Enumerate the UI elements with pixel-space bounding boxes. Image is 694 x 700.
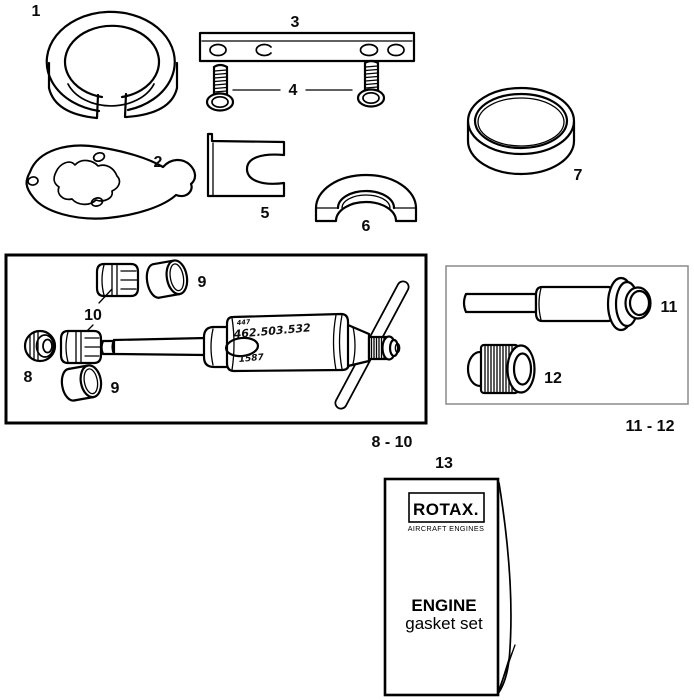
tool-tip bbox=[100, 339, 116, 356]
part-13-gasket-set-book: ROTAX. AIRCRAFT ENGINES ENGINE gasket se… bbox=[383, 477, 516, 697]
callout-1: 1 bbox=[32, 3, 41, 20]
callout-range-11-12: 11 - 12 bbox=[626, 418, 675, 435]
tool-collar bbox=[202, 325, 231, 369]
part-1-split-ring bbox=[45, 10, 179, 120]
tool-neck bbox=[346, 323, 371, 368]
puller-tool: 447 462.503.532 1587 bbox=[100, 280, 410, 410]
bolt-right bbox=[356, 59, 386, 108]
callout-11: 11 bbox=[661, 299, 678, 316]
callout-9-bottom: 9 bbox=[111, 380, 120, 397]
book-page-edges bbox=[496, 482, 516, 696]
callout-6: 6 bbox=[362, 218, 371, 235]
part-3-bar bbox=[198, 31, 416, 63]
rotax-logo-box bbox=[408, 492, 485, 523]
part-9-sleeve-bottom bbox=[60, 364, 103, 402]
tool-oval-slot bbox=[224, 336, 260, 358]
part-5-fork-bracket bbox=[206, 132, 286, 198]
callout-range-8-10: 8 - 10 bbox=[372, 434, 413, 451]
callout-7: 7 bbox=[574, 167, 583, 184]
leader-line-10-top bbox=[98, 288, 113, 304]
callout-3: 3 bbox=[291, 14, 300, 31]
tool-shaft bbox=[111, 336, 208, 357]
part-12-knurled-nut bbox=[466, 343, 536, 395]
callout-5: 5 bbox=[261, 205, 270, 222]
part-10-collet-middle bbox=[59, 329, 103, 365]
book-title-line1: ENGINE bbox=[411, 596, 476, 615]
callout-4: 4 bbox=[289, 82, 298, 99]
rotax-logo-text: ROTAX. bbox=[413, 500, 479, 519]
group-box-11-12 bbox=[445, 265, 689, 405]
part-2-spanner-wrench bbox=[25, 144, 197, 220]
part-8-knurled-cap bbox=[23, 329, 57, 363]
tool-marking-small: 447 bbox=[236, 318, 251, 327]
tool-threaded-end bbox=[367, 335, 401, 361]
part-4-bolts bbox=[205, 59, 386, 112]
tool-marking-bottom: 1587 bbox=[238, 353, 265, 365]
callout-2: 2 bbox=[154, 154, 163, 171]
callout-13: 13 bbox=[435, 455, 453, 472]
callout-9-top: 9 bbox=[198, 274, 207, 291]
part-11-drift-punch bbox=[462, 276, 652, 332]
rotax-logo-subtitle: AIRCRAFT ENGINES bbox=[408, 524, 485, 533]
book-title-line2: gasket set bbox=[405, 614, 483, 633]
bolt-left bbox=[205, 63, 235, 112]
group-box-8-10 bbox=[4, 253, 428, 425]
callout-12: 12 bbox=[544, 370, 562, 387]
tool-body: 447 462.503.532 1587 bbox=[224, 312, 351, 373]
callout-8: 8 bbox=[24, 369, 33, 386]
part-9-sleeve-top bbox=[145, 259, 189, 299]
part-7-ring-band bbox=[466, 86, 576, 176]
part-10-collet-top bbox=[95, 262, 140, 298]
part-6-half-ring bbox=[314, 173, 418, 223]
callout-10: 10 bbox=[84, 307, 102, 324]
